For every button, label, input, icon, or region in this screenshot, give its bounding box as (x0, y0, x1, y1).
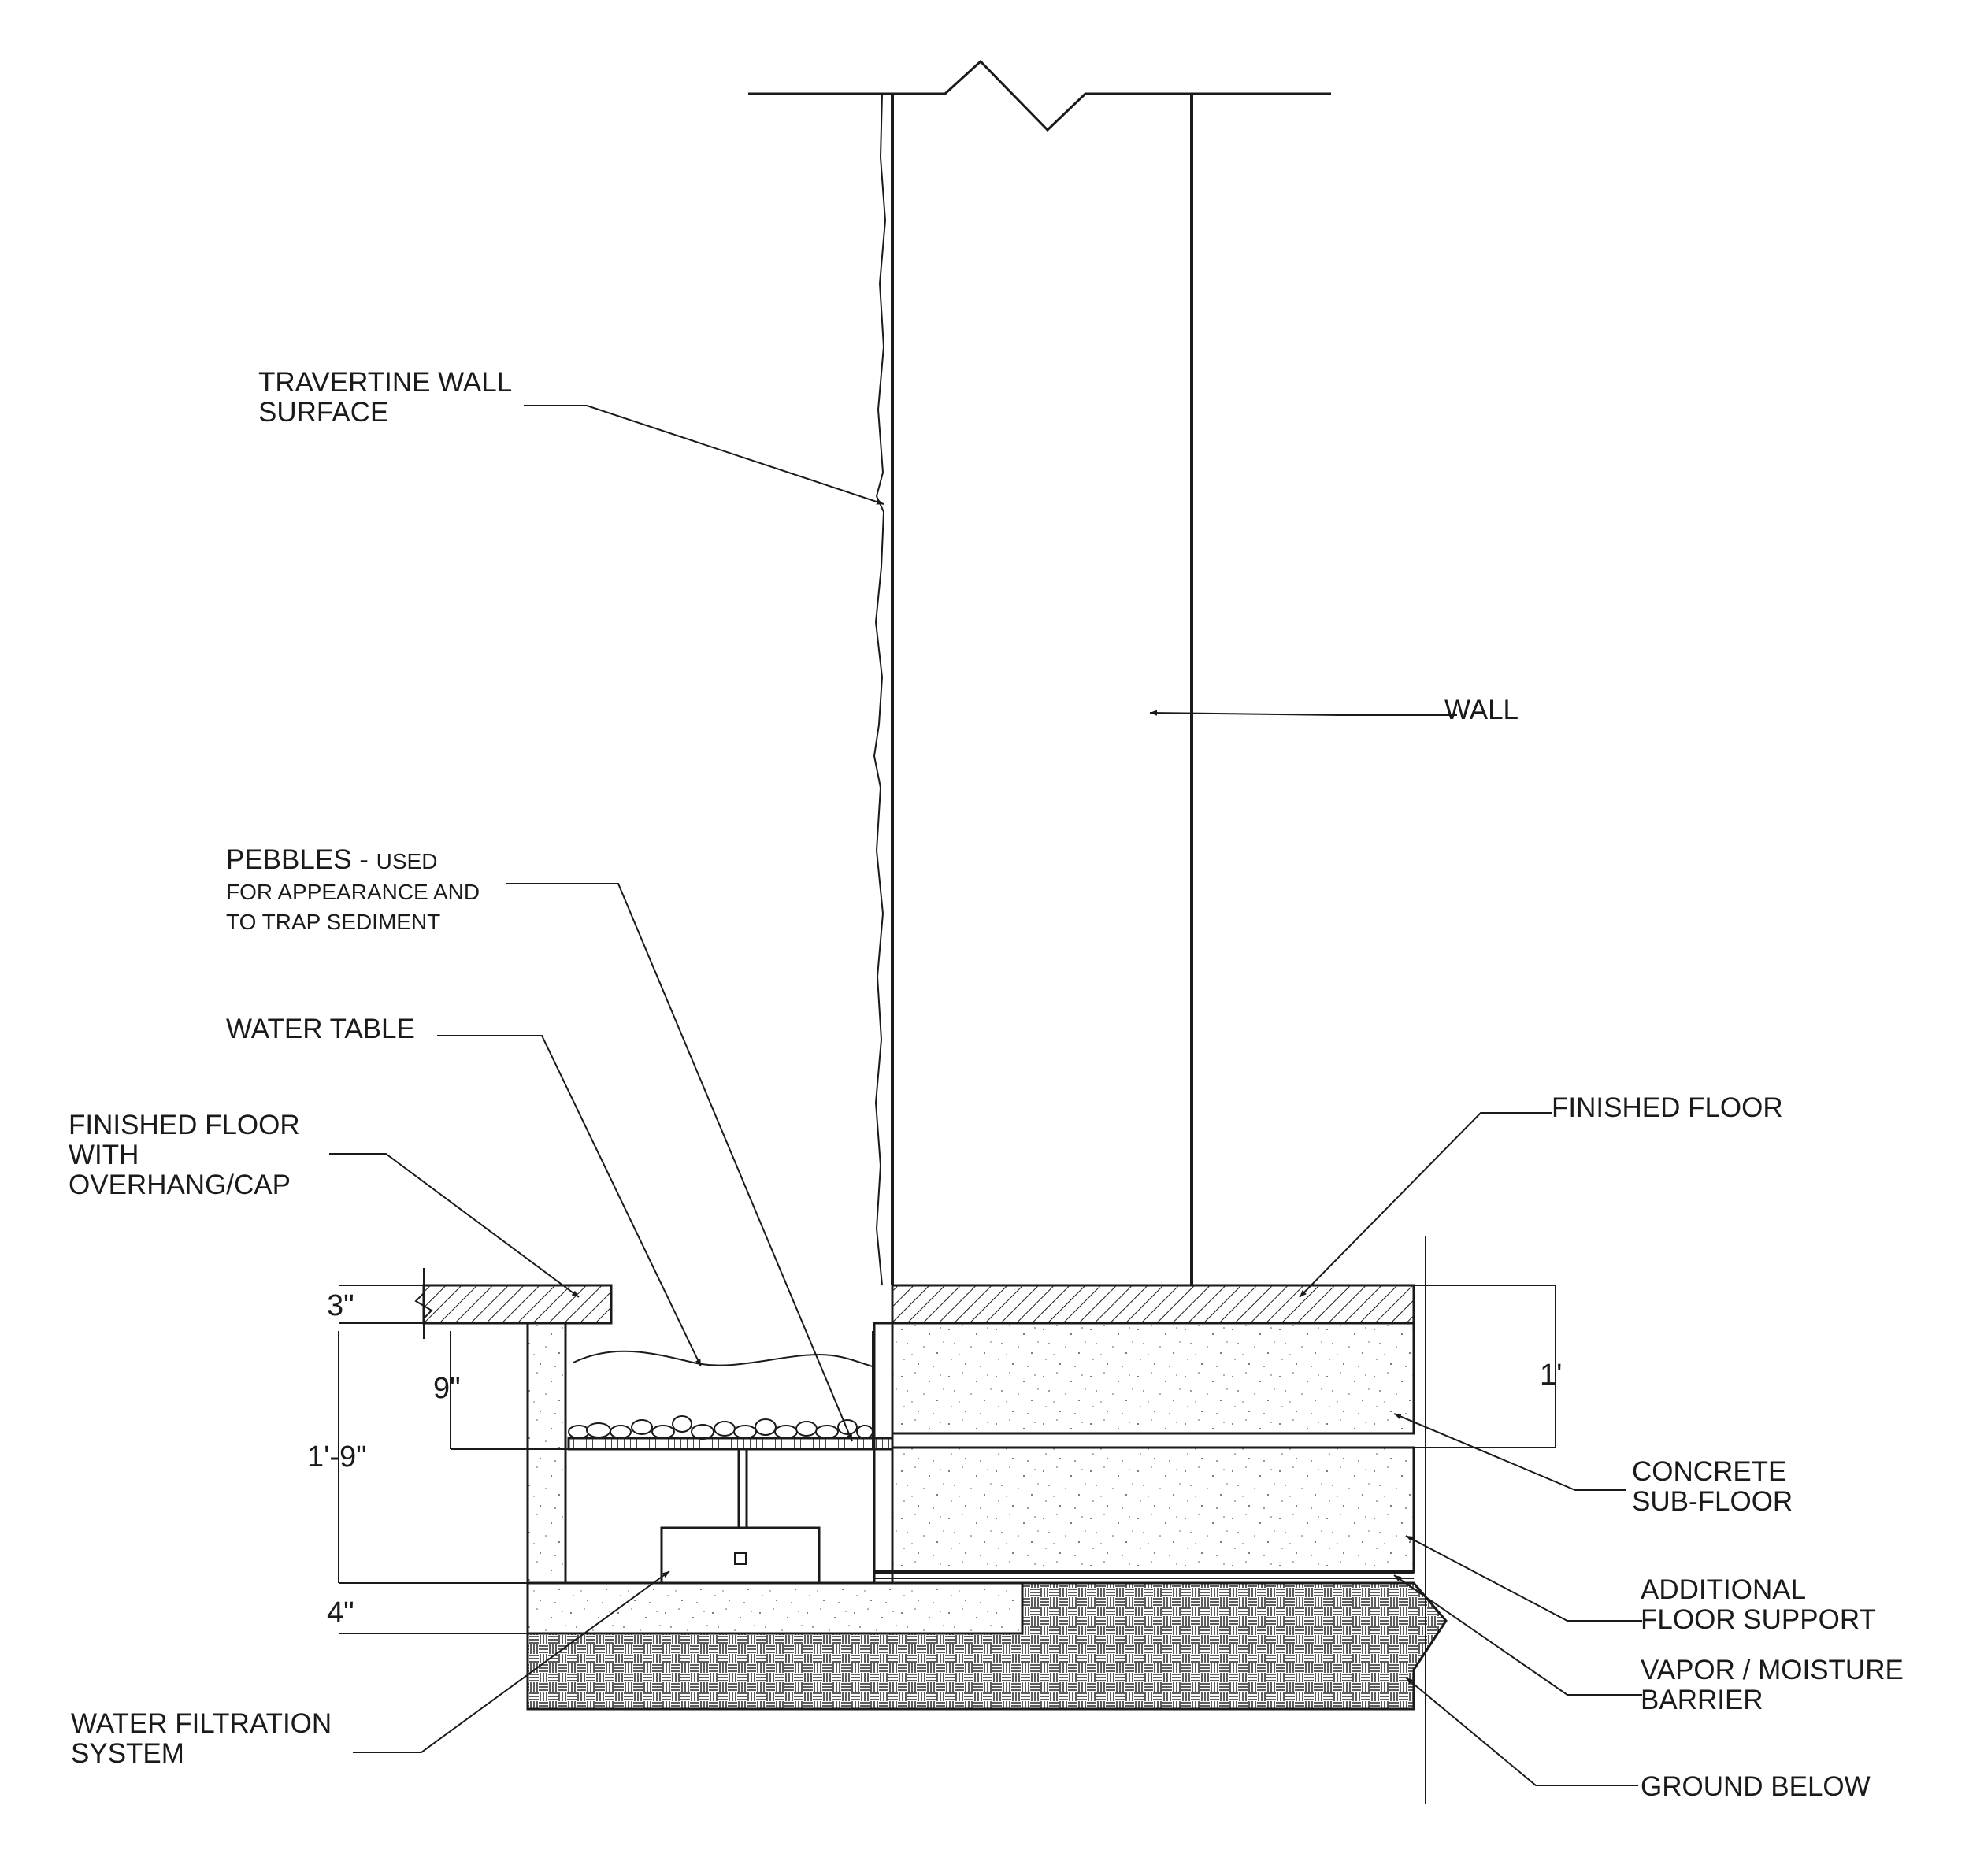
label-vapor-2: BARRIER (1641, 1685, 1763, 1715)
cap-break-line (414, 1268, 433, 1339)
break-line (748, 59, 1331, 132)
label-wall: WALL (1444, 695, 1518, 725)
dim-water-depth: 9" (433, 1372, 461, 1405)
pebbles (568, 1415, 873, 1440)
label-support-1: ADDITIONAL (1641, 1574, 1806, 1605)
finished-floor-slab (891, 1284, 1415, 1325)
dim-basin-depth: 1'-9" (307, 1440, 367, 1474)
water-surface (573, 1350, 873, 1367)
label-pebbles-head: PEBBLES - USED (226, 844, 437, 875)
callouts: TRAVERTINE WALL SURFACE WALL PEBBLES - U… (69, 367, 1904, 1802)
label-filtration-1: WATER FILTRATION (71, 1708, 332, 1739)
label-pebbles-3: TO TRAP SEDIMENT (226, 910, 440, 934)
water-filtration-box (660, 1526, 821, 1585)
label-vapor-1: VAPOR / MOISTURE (1641, 1655, 1904, 1685)
label-travertine-2: SURFACE (258, 397, 388, 428)
label-cap-1: FINISHED FLOOR (69, 1110, 300, 1140)
leaders (329, 405, 1642, 1786)
label-cap-2: WITH (69, 1140, 139, 1170)
label-cap-3: OVERHANG/CAP (69, 1170, 291, 1200)
label-travertine-1: TRAVERTINE WALL (258, 367, 512, 398)
label-support-2: FLOOR SUPPORT (1641, 1604, 1876, 1635)
finished-floor-cap (422, 1284, 613, 1325)
label-water-table: WATER TABLE (226, 1014, 415, 1044)
travertine-surface (873, 93, 887, 1286)
dim-cap: 3" (327, 1289, 354, 1322)
dim-floor-assembly: 1' (1540, 1359, 1562, 1392)
label-concrete-2: SUB-FLOOR (1632, 1486, 1793, 1517)
concrete-subfloor (891, 1322, 1415, 1435)
wall (748, 59, 1331, 1286)
additional-floor-support (891, 1446, 1415, 1574)
basin-inner-wall (873, 1322, 894, 1585)
label-ground-below: GROUND BELOW (1641, 1771, 1871, 1802)
label-filtration-2: SYSTEM (71, 1738, 184, 1769)
label-concrete-1: CONCRETE (1632, 1456, 1786, 1487)
label-pebbles-2: FOR APPEARANCE AND (226, 880, 480, 904)
dimensions: 3" 9" 1'-9" 4" 1' (307, 1285, 1562, 1634)
grate (567, 1437, 894, 1451)
basin-outer-wall (526, 1322, 567, 1585)
dim-base-slab: 4" (327, 1596, 354, 1629)
basin-base-slab (526, 1581, 1024, 1635)
label-finished-floor: FINISHED FLOOR (1552, 1092, 1783, 1123)
filtration-indicator (734, 1552, 747, 1565)
